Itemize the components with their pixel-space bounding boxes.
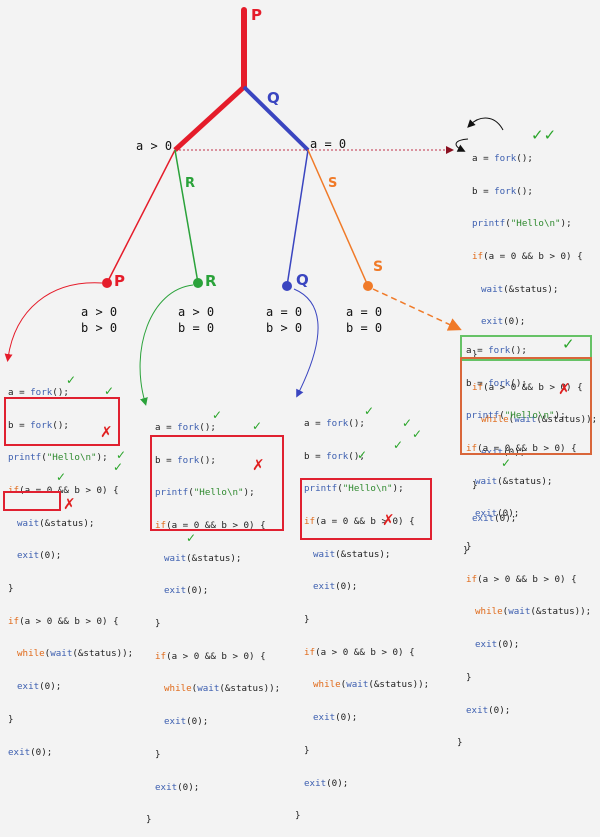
- check-mark: ✓: [501, 456, 512, 470]
- check-mark: ✓: [212, 408, 223, 422]
- code-block-main: a = fork(); b = fork(); printf("Hello\n"…: [463, 152, 598, 557]
- highlight-box-s-ifs: [460, 357, 592, 455]
- leaf-label-q: Q: [296, 271, 309, 289]
- arrow-s-to-code: [372, 288, 462, 331]
- check-mark: ✓: [104, 384, 115, 398]
- highlight-box-q-if2: [300, 478, 432, 540]
- arrow-r-to-code: [139, 284, 194, 406]
- leaf-label-p: P: [114, 272, 125, 290]
- check-mark: ✓: [56, 470, 67, 484]
- branch-p-left: [173, 85, 246, 152]
- cross-mark: ✗: [63, 495, 76, 513]
- arrow-p-to-code: [4, 282, 103, 362]
- cross-mark: ✗: [382, 511, 395, 529]
- leaf-conditions-s: a = 0 b = 0: [346, 305, 383, 335]
- leaf-conditions-p: a > 0 b > 0: [81, 305, 118, 335]
- highlight-box-s-green: [460, 335, 592, 361]
- arrow-fork-a: [467, 117, 504, 131]
- cross-mark: ✗: [558, 380, 571, 398]
- double-check-mark: ✓✓: [531, 126, 557, 144]
- edge-q-leaf: [286, 149, 309, 287]
- branch-q-right: [242, 85, 310, 152]
- node-s: [363, 281, 373, 291]
- arrow-fork-b: [455, 138, 469, 152]
- node-p: [102, 278, 112, 288]
- check-mark: ✓: [412, 427, 423, 441]
- cross-mark: ✗: [100, 423, 113, 441]
- edge-s-leaf: [307, 149, 369, 287]
- leaf-conditions-q: a = 0 b > 0: [266, 305, 303, 335]
- condition-right: a = 0: [310, 137, 347, 151]
- label-s-branch: S: [328, 176, 338, 191]
- highlight-box-r-ifs: [150, 435, 284, 531]
- label-root-p: P: [251, 6, 262, 24]
- node-q: [282, 281, 292, 291]
- check-mark: ✓: [66, 373, 77, 387]
- leaf-label-r: R: [205, 272, 217, 290]
- check-mark: ✓: [402, 416, 413, 430]
- check-mark: ✓: [357, 448, 368, 462]
- cross-mark: ✗: [252, 456, 265, 474]
- leaf-label-s: S: [373, 259, 384, 275]
- check-mark: ✓: [562, 335, 575, 353]
- check-mark: ✓: [186, 531, 197, 545]
- process-tree: [4, 7, 504, 406]
- condition-left: a > 0: [136, 139, 173, 153]
- arrow-q-to-code: [293, 288, 319, 398]
- check-mark: ✓: [364, 404, 375, 418]
- edge-p-leaf: [106, 149, 176, 284]
- highlight-box-p-if1: [4, 397, 120, 446]
- check-mark: ✓: [393, 438, 404, 452]
- edge-r-leaf: [174, 149, 199, 284]
- check-mark: ✓: [252, 419, 263, 433]
- leaf-conditions-r: a > 0 b = 0: [178, 305, 215, 335]
- label-r-branch: R: [185, 176, 196, 191]
- highlight-box-p-exit: [3, 491, 61, 511]
- node-r: [193, 278, 203, 288]
- check-mark: ✓: [113, 460, 124, 474]
- check-mark: ✓: [116, 448, 127, 462]
- label-q-branch: Q: [267, 89, 280, 107]
- code-block-q: a = fork(); b = fork(); printf("Hello\n"…: [295, 417, 430, 822]
